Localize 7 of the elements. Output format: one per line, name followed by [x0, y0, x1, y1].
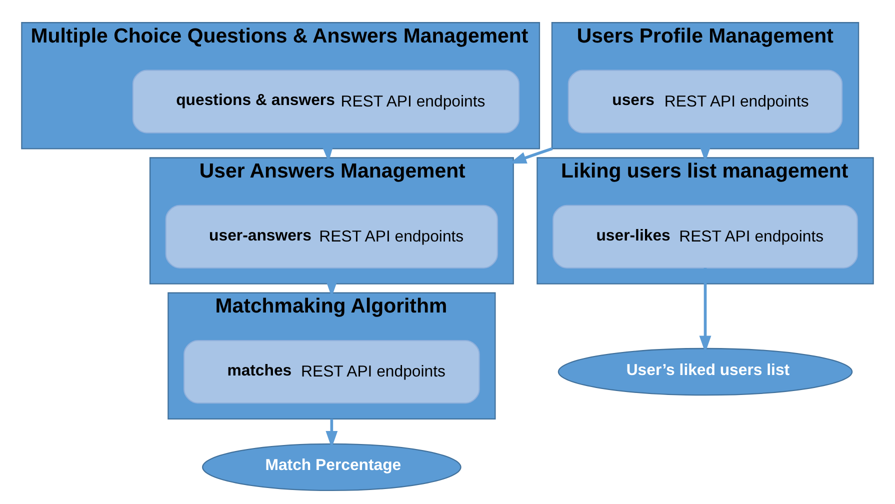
node-box: questions & answers REST API endpoints — [132, 70, 520, 134]
node-box: matches REST API endpoints — [184, 340, 480, 404]
node-box: user-answers REST API endpoints — [165, 204, 498, 268]
node-box: users REST API endpoints — [568, 70, 843, 134]
node-box: user-likes REST API endpoints — [552, 204, 858, 268]
node-ellipse: Match Percentage — [202, 443, 462, 492]
node-ellipse: User’s liked users list — [558, 348, 853, 396]
